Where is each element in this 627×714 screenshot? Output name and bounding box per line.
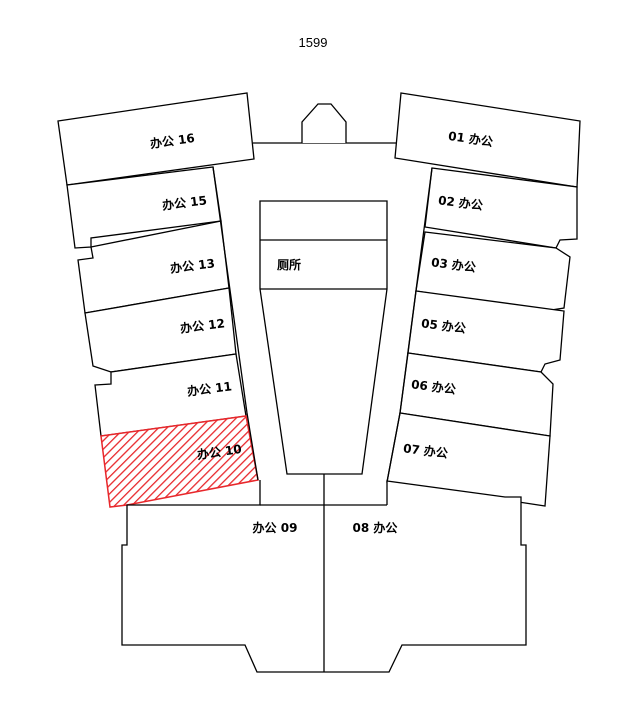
room-08-label: 08 办公 [353, 520, 398, 535]
room-03-label: 03 办公 [430, 254, 476, 274]
room-07-label: 07 办公 [402, 440, 448, 460]
restroom-core [259, 200, 388, 475]
restroom-label: 厕所 [277, 257, 301, 272]
room-02 [424, 167, 578, 249]
room-12-label: 办公 12 [179, 315, 225, 335]
room-06-label: 06 办公 [410, 376, 456, 396]
room-09-label: 办公 09 [253, 520, 298, 535]
room-05-label: 05 办公 [420, 315, 466, 335]
right-inner-wall [386, 167, 433, 483]
building-number: 1599 [299, 35, 328, 50]
room-01-label: 01 办公 [447, 128, 494, 149]
room-02-label: 02 办公 [437, 192, 483, 212]
room-10-highlight [100, 415, 259, 508]
left-inner-wall [212, 166, 259, 481]
room-10-label: 办公 10 [196, 441, 243, 462]
room-16 [57, 92, 255, 186]
entrance-porch [301, 103, 347, 143]
room-15-label: 办公 15 [161, 192, 207, 212]
room-13-label: 办公 13 [169, 255, 215, 275]
room-16-label: 办公 16 [149, 130, 196, 151]
room-11-label: 办公 11 [186, 378, 232, 398]
